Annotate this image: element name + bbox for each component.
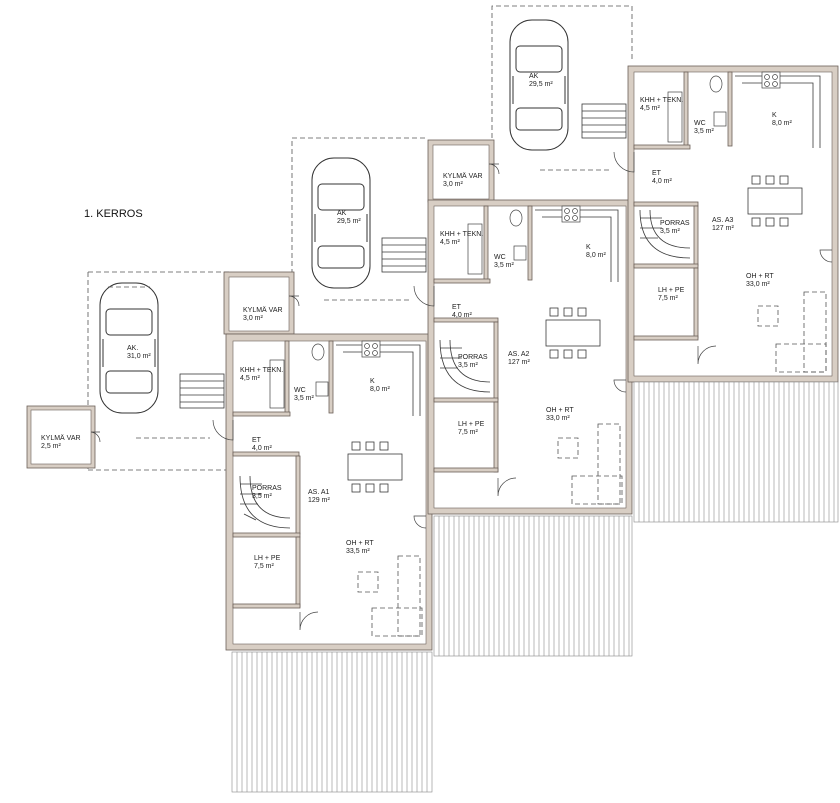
area-a1-wc: 3,5 m² bbox=[294, 395, 315, 402]
area-a1-et: 4,0 m² bbox=[252, 445, 273, 452]
area-a3-et: 4,0 m² bbox=[652, 178, 673, 185]
label-a3-lh: LH + PE bbox=[658, 287, 685, 294]
area-a2-ak: 29,5 m² bbox=[529, 81, 553, 88]
store-a1 bbox=[223, 271, 300, 335]
label-a2-kylma-var: KYLMÄ VAR bbox=[443, 172, 483, 180]
label-a3-porras: PORRAS bbox=[660, 220, 690, 227]
area-a3-as: 127 m² bbox=[712, 225, 734, 232]
area-a1-oh: 33,5 m² bbox=[346, 548, 370, 555]
label-a1-lh: LH + PE bbox=[254, 555, 281, 562]
area-a1-ak: 29,5 m² bbox=[337, 218, 361, 225]
area-a1-khh: 4,5 m² bbox=[240, 375, 261, 382]
carport-a2 bbox=[491, 5, 633, 171]
area-a3-k: 8,0 m² bbox=[772, 120, 793, 127]
area-ak-left: 31,0 m² bbox=[127, 353, 151, 360]
terrace-a3 bbox=[633, 381, 839, 523]
label-a1-et: ET bbox=[252, 437, 262, 444]
area-a2-lh: 7,5 m² bbox=[458, 429, 479, 436]
car-a1 bbox=[311, 157, 371, 289]
car-left bbox=[99, 282, 159, 414]
area-a3-wc: 3,5 m² bbox=[694, 128, 715, 135]
label-a2-wc: WC bbox=[494, 254, 506, 261]
terrace-a2 bbox=[433, 515, 633, 657]
label-a2-lh: LH + PE bbox=[458, 421, 485, 428]
label-ak-left: AK. bbox=[127, 345, 138, 352]
label-a3-et: ET bbox=[652, 170, 662, 177]
store-a2 bbox=[427, 139, 500, 203]
label-a1-as: AS. A1 bbox=[308, 489, 330, 496]
label-a2-oh: OH + RT bbox=[546, 407, 574, 414]
label-a1-wc: WC bbox=[294, 387, 306, 394]
terrace-a1 bbox=[231, 651, 433, 793]
area-a1-porras: 3,5 m² bbox=[252, 493, 273, 500]
label-a3-wc: WC bbox=[694, 120, 706, 127]
store-left bbox=[26, 405, 101, 469]
label-a2-as: AS. A2 bbox=[508, 351, 530, 358]
area-a2-et: 4,0 m² bbox=[452, 312, 473, 319]
label-a2-ak: AK bbox=[529, 73, 539, 80]
carport-left bbox=[87, 271, 232, 471]
area-a1-kylma-var: 3,0 m² bbox=[243, 315, 264, 322]
label-a1-kylma-var: KYLMÄ VAR bbox=[243, 306, 283, 314]
area-a3-lh: 7,5 m² bbox=[658, 295, 679, 302]
label-a1-porras: PORRAS bbox=[252, 485, 282, 492]
unit-a1-walls bbox=[212, 333, 433, 651]
area-a3-porras: 3,5 m² bbox=[660, 228, 681, 235]
area-a2-khh: 4,5 m² bbox=[440, 239, 461, 246]
area-a2-kylma-var: 3,0 m² bbox=[443, 181, 464, 188]
floor-title: 1. KERROS bbox=[84, 208, 143, 220]
area-a2-k: 8,0 m² bbox=[586, 252, 607, 259]
label-a2-porras: PORRAS bbox=[458, 354, 488, 361]
unit-a2-walls bbox=[413, 199, 633, 515]
carport-a1 bbox=[291, 137, 427, 330]
label-a3-as: AS. A3 bbox=[712, 217, 734, 224]
label-kylma-var-left: KYLMÄ VAR bbox=[41, 434, 81, 442]
label-a1-ak: AK bbox=[337, 210, 347, 217]
area-a3-oh: 33,0 m² bbox=[746, 281, 770, 288]
label-a1-oh: OH + RT bbox=[346, 540, 374, 547]
area-a1-lh: 7,5 m² bbox=[254, 563, 275, 570]
label-a1-k: K bbox=[370, 378, 375, 385]
label-a2-khh: KHH + TEKN. bbox=[440, 231, 483, 238]
label-a3-k: K bbox=[772, 112, 777, 119]
label-a2-et: ET bbox=[452, 304, 462, 311]
area-a2-oh: 33,0 m² bbox=[546, 415, 570, 422]
label-a2-k: K bbox=[586, 244, 591, 251]
area-a2-porras: 3,5 m² bbox=[458, 362, 479, 369]
area-kylma-var-left: 2,5 m² bbox=[41, 443, 62, 450]
label-a1-khh: KHH + TEKN. bbox=[240, 367, 283, 374]
area-a3-khh: 4,5 m² bbox=[640, 105, 661, 112]
car-a2 bbox=[509, 19, 569, 151]
area-a2-as: 127 m² bbox=[508, 359, 530, 366]
area-a1-as: 129 m² bbox=[308, 497, 330, 504]
label-a3-oh: OH + RT bbox=[746, 273, 774, 280]
area-a2-wc: 3,5 m² bbox=[494, 262, 515, 269]
area-a1-k: 8,0 m² bbox=[370, 386, 391, 393]
unit-a3-walls bbox=[613, 65, 839, 383]
label-a3-khh: KHH + TEKN. bbox=[640, 97, 683, 104]
